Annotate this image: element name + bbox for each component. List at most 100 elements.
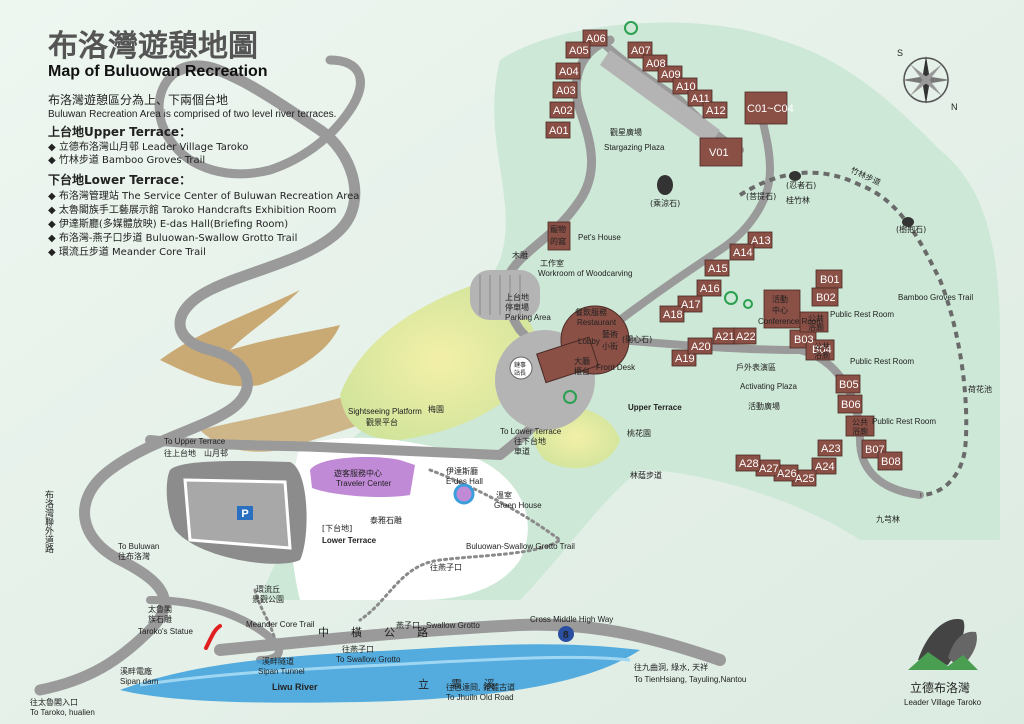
dam-en: Sipan dam: [120, 677, 159, 686]
sipan-zh: 溪畔隧道: [262, 656, 294, 666]
taroko-en: To Taroko, hualien: [30, 708, 95, 717]
grotto-trail: [358, 468, 563, 622]
to-lower-zh-2: 車道: [514, 446, 530, 456]
bamboo-zh: 桂竹林: [786, 195, 810, 205]
bld-A04[interactable]: [555, 62, 581, 80]
stargazing-plaza: [600, 50, 720, 145]
green-en: Green House: [494, 501, 542, 510]
bld-C01[interactable]: [744, 91, 788, 125]
building-labels: A06 A05 A04 A03 A02 A01 A07 A08 A09 A10 …: [549, 33, 901, 485]
bld-A12[interactable]: [702, 101, 728, 119]
cross-en: Cross Middle High Way: [530, 615, 613, 624]
meander-zh-2: 景觀公園: [252, 594, 284, 604]
bld-A01[interactable]: [545, 121, 571, 139]
bld-A05[interactable]: [565, 41, 591, 59]
bld-restroom-3[interactable]: [845, 415, 875, 437]
tree-marker: [724, 291, 738, 305]
label-A26: A26: [777, 468, 797, 480]
conf-zh-2: 中心: [772, 305, 788, 315]
bld-A07[interactable]: [627, 41, 653, 59]
label-B03: B03: [794, 334, 814, 346]
label-A22: A22: [736, 331, 756, 343]
label-A04: A04: [559, 66, 579, 78]
label-A08: A08: [646, 58, 666, 70]
art-zh-1: 藝術: [602, 329, 618, 339]
bld-A23[interactable]: [817, 439, 843, 457]
forest-zh: 林蔭步道: [630, 470, 662, 480]
swallow-en: Swallow Grotto: [426, 621, 480, 630]
highway-marker: [558, 626, 574, 642]
label-A21: A21: [715, 331, 735, 343]
buildings: [545, 29, 903, 487]
intro-zh: 布洛灣遊憩區分為上、下兩個台地: [48, 92, 228, 107]
bld-V01[interactable]: [699, 137, 743, 167]
rest-en-1: Public Rest Room: [830, 310, 894, 319]
bld-A14[interactable]: [729, 243, 755, 261]
rest2-zh-2: 浴廁: [814, 350, 830, 360]
traveler-zh: 遊客服務中心: [334, 468, 382, 478]
label-A27: A27: [759, 463, 779, 475]
bld-B02[interactable]: [811, 287, 839, 307]
jhuiln-en: To Jhuiln Old Road: [446, 693, 514, 702]
pets-zh-1: 寵物: [550, 224, 566, 234]
label-A20: A20: [691, 341, 711, 353]
to-lower-zh-1: 往下台地: [514, 436, 546, 446]
bld-pets-house[interactable]: [547, 221, 571, 251]
to-buluwan-en: To Buluwan: [118, 542, 159, 551]
bld-A03[interactable]: [552, 81, 578, 99]
parking-en: Parking Area: [505, 313, 551, 322]
bld-B05[interactable]: [835, 374, 861, 394]
stage-zh-2: 站長: [514, 369, 526, 377]
label-A06: A06: [586, 33, 606, 45]
label-A15: A15: [708, 263, 728, 275]
east-road: [616, 96, 774, 324]
pets-zh-2: 的窩: [550, 236, 566, 246]
rock2-zh: (乘涼石): [650, 198, 680, 208]
bld-A02[interactable]: [549, 101, 575, 119]
lower-access-road: [145, 435, 505, 460]
bld-conference[interactable]: [763, 289, 801, 329]
to-swallow-en: To Swallow Grotto: [336, 655, 401, 664]
heart-zh: (開心石): [622, 335, 652, 344]
to-swallow-zh: 往燕子口: [342, 644, 374, 654]
conf-en: Conference Room: [758, 317, 823, 326]
meander-zh-1: 環流丘: [256, 584, 280, 594]
art-zh-2: 小街: [602, 341, 618, 351]
tree-marker: [743, 299, 753, 309]
sightseeing-en: Sightseeing Platform: [348, 407, 422, 416]
statue-zh-2: 族石雕: [148, 614, 172, 624]
bld-A20[interactable]: [687, 337, 713, 355]
to-lower-en: To Lower Terrace: [500, 427, 562, 436]
taiya-zh: 泰雅石雕: [370, 515, 402, 525]
bld-restroom-2[interactable]: [805, 339, 835, 361]
bld-A18[interactable]: [659, 305, 685, 323]
to-grotto-zh: 往燕子口: [430, 562, 462, 572]
label-B06: B06: [841, 399, 861, 411]
label-A25: A25: [795, 473, 815, 485]
upper-item-1: ◆ 立德布洛灣山月邨 Leader Village Taroko: [48, 140, 248, 153]
bld-restroom-1[interactable]: [799, 311, 829, 333]
bamboo-groves-trail: [738, 170, 969, 497]
rest1-zh-1: 公共: [808, 314, 824, 323]
label-B05: B05: [839, 379, 859, 391]
highway-no: 8: [563, 630, 569, 641]
peach-label: 桃花園: [627, 428, 651, 438]
label-A24: A24: [815, 461, 835, 473]
bld-A28[interactable]: [735, 454, 761, 472]
bld-B06[interactable]: [837, 394, 863, 414]
bld-A24[interactable]: [811, 457, 837, 475]
bld-A16[interactable]: [696, 279, 722, 297]
meander-en: Meander Core Trail: [246, 620, 315, 629]
label-A11: A11: [691, 93, 710, 105]
lower-item-2: ◆ 太魯閣族手工藝展示館 Taroko Handcrafts Exhibitio…: [48, 203, 336, 216]
rest-en-3: Public Rest Room: [872, 417, 936, 426]
restaurant-zh: 餐飲服務: [575, 307, 607, 317]
label-A16: A16: [700, 283, 720, 295]
bld-B08[interactable]: [877, 451, 903, 471]
upper-heading: 上台地Upper Terrace：: [48, 124, 191, 139]
label-A23: A23: [821, 443, 841, 455]
bld-A15[interactable]: [704, 259, 730, 277]
bld-A22[interactable]: [733, 327, 757, 345]
stargazing-zh: 觀星廣場: [610, 127, 642, 137]
jhuiln-zh: 往巴達岡, 錐麓古道: [446, 682, 515, 692]
